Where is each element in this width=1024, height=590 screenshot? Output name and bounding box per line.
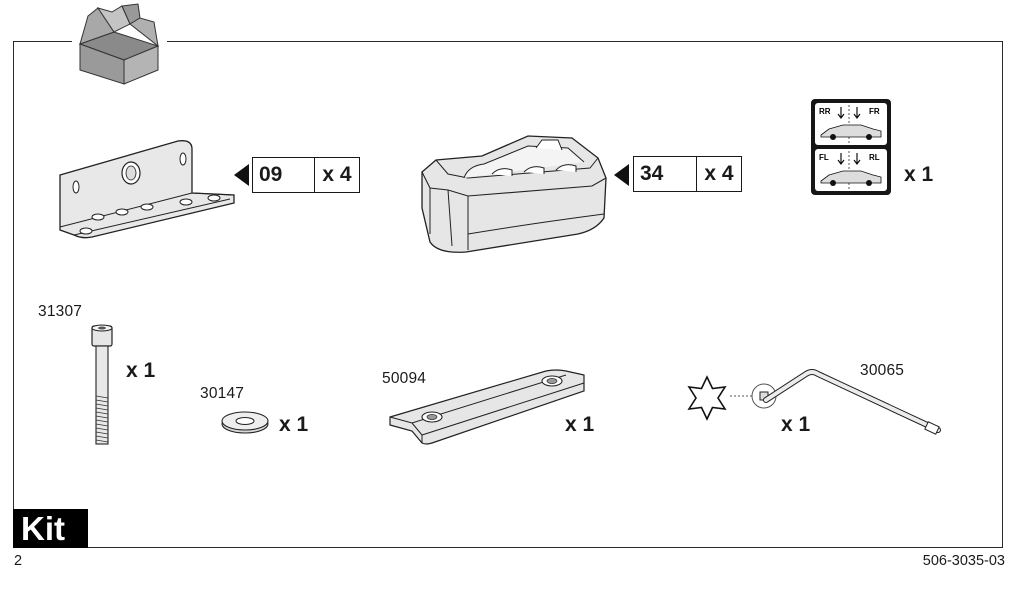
bracket-ref-code: 09: [253, 158, 315, 192]
foot-pad-ref-code: 34: [634, 157, 697, 191]
torx-star-icon: [687, 375, 727, 421]
bracket-ref-box: 09 x 4: [252, 157, 360, 193]
box-icon: [72, 2, 167, 86]
allen-key-illustration: [730, 369, 941, 435]
kit-section-label: Kit: [13, 509, 88, 548]
foot-pad-ref-box: 34 x 4: [633, 156, 742, 192]
bolt-illustration: [91, 324, 113, 445]
washer-illustration: [221, 411, 269, 434]
bolt-part-number: 31307: [38, 303, 83, 320]
plate-part-number: 50094: [382, 370, 427, 387]
page-frame: [13, 41, 1003, 548]
key-quantity: x 1: [781, 413, 811, 436]
foot-pad-illustration: [421, 135, 607, 253]
washer-quantity: x 1: [279, 413, 309, 436]
sticker-quantity: x 1: [904, 163, 934, 186]
pointer-arrow-icon: [614, 164, 629, 186]
washer-part-number: 30147: [200, 385, 245, 402]
key-part-number: 30065: [860, 362, 905, 379]
plate-quantity: x 1: [565, 413, 595, 436]
foot-pad-quantity: x 4: [704, 162, 734, 185]
sticker-label-rr: RR: [819, 107, 831, 116]
position-sticker-illustration: RR FR FL RL: [811, 99, 891, 195]
sticker-label-fl: FL: [819, 153, 829, 162]
bolt-quantity: x 1: [126, 359, 156, 382]
sticker-label-fr: FR: [869, 107, 880, 116]
bracket-illustration: [59, 140, 235, 239]
sticker-label-rl: RL: [869, 153, 880, 162]
bracket-quantity: x 4: [322, 163, 352, 186]
plate-illustration: [389, 369, 585, 445]
page-number: 2: [14, 553, 23, 569]
document-number: 506-3035-03: [922, 553, 1005, 569]
pointer-arrow-icon: [234, 164, 249, 186]
